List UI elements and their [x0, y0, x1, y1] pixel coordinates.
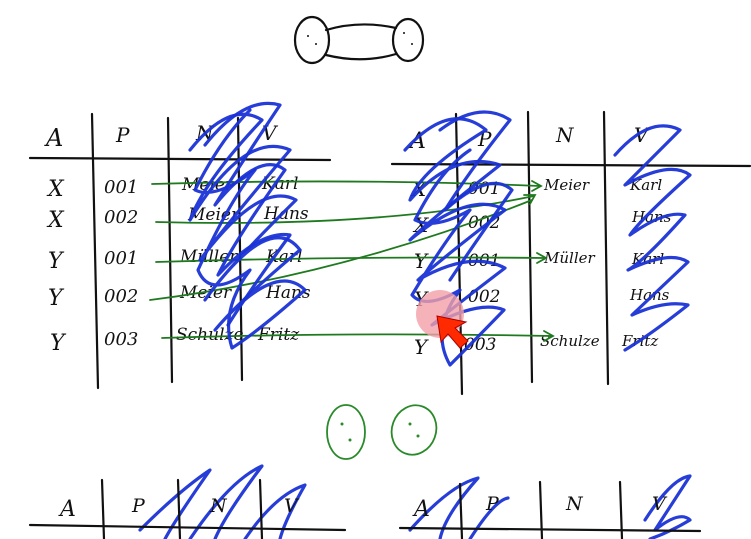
left-row4-v: Hans — [265, 283, 311, 303]
top-entity-sketch — [293, 15, 425, 65]
right-row5-p: 003 — [464, 335, 496, 355]
arrow-row3 — [155, 256, 546, 263]
left-row5-p: 003 — [104, 329, 138, 350]
right-row4-p: 002 — [468, 287, 500, 307]
left-row2-p: 002 — [104, 207, 138, 228]
pointer-cursor — [416, 290, 469, 349]
right-row3-a: Y — [414, 249, 429, 273]
left-row3-a: Y — [48, 249, 65, 274]
right-entity-ellipse — [391, 17, 425, 63]
left-row4-p: 002 — [104, 286, 138, 307]
right-row5-a: Y — [414, 335, 429, 359]
entity-connector-top — [324, 23, 398, 32]
bottom-right-header-a: A — [412, 497, 430, 522]
left-row5-n: Schulze — [176, 325, 244, 345]
table-row: X 001 Meier Karl — [46, 174, 298, 202]
scribble-right-v — [613, 124, 692, 352]
left-table-headers: A P N V — [44, 121, 279, 152]
green-ellipse-right — [390, 404, 438, 456]
left-row1-p: 001 — [104, 177, 138, 198]
left-row5-a: Y — [50, 331, 67, 356]
scribble-right-ap — [403, 117, 507, 367]
left-header-a: A — [44, 124, 63, 152]
cursor-arrow-icon — [436, 315, 469, 349]
right-row1-n: Meier — [543, 176, 590, 194]
right-row5-n: Schulze — [540, 332, 600, 350]
scribble-left-nv — [188, 108, 307, 350]
bottom-right-header-n: N — [565, 493, 584, 515]
left-entity-ellipse — [293, 15, 331, 65]
left-header-p: P — [115, 123, 130, 147]
left-row3-p: 001 — [104, 248, 138, 269]
bottom-right-header-p: P — [485, 493, 500, 515]
right-row3-n: Müller — [543, 249, 595, 267]
left-header-v: V — [262, 121, 279, 145]
bottom-left-header-a: A — [58, 497, 76, 522]
bottom-left-table: A P N V — [28, 478, 347, 539]
green-ellipse-sketch — [326, 404, 438, 460]
entity-connector-bottom — [324, 52, 398, 61]
arrow-row4 — [149, 199, 533, 301]
bottom-left-header-p: P — [131, 495, 146, 517]
left-row4-a: Y — [48, 286, 65, 311]
right-row1-v: Karl — [629, 176, 662, 194]
right-header-n: N — [555, 123, 575, 147]
left-table-rows: X 001 Meier Karl X 002 Meier Hans Y 001 … — [46, 174, 311, 356]
arrow-row5 — [161, 333, 553, 339]
table-row: Y 003 Schulze Fritz — [50, 325, 300, 356]
bottom-right-header-v: V — [652, 493, 668, 515]
left-row3-v: Karl — [265, 247, 302, 267]
left-row2-a: X — [46, 208, 65, 233]
right-row4-v: Hans — [629, 286, 670, 304]
bottom-right-table: A P N V — [398, 480, 702, 539]
table-row: Y 001 Müller Karl — [414, 249, 664, 273]
bottom-left-header-n: N — [209, 495, 228, 517]
table-row: Y 002 Meier Hans — [48, 283, 311, 311]
bottom-left-header-v: V — [284, 495, 300, 517]
left-row4-n: Meier — [179, 283, 232, 303]
table-row: Y 003 Schulze Fritz — [414, 332, 658, 359]
left-row1-a: X — [46, 177, 65, 202]
left-row2-v: Hans — [263, 204, 309, 224]
green-ellipse-left — [326, 404, 366, 460]
